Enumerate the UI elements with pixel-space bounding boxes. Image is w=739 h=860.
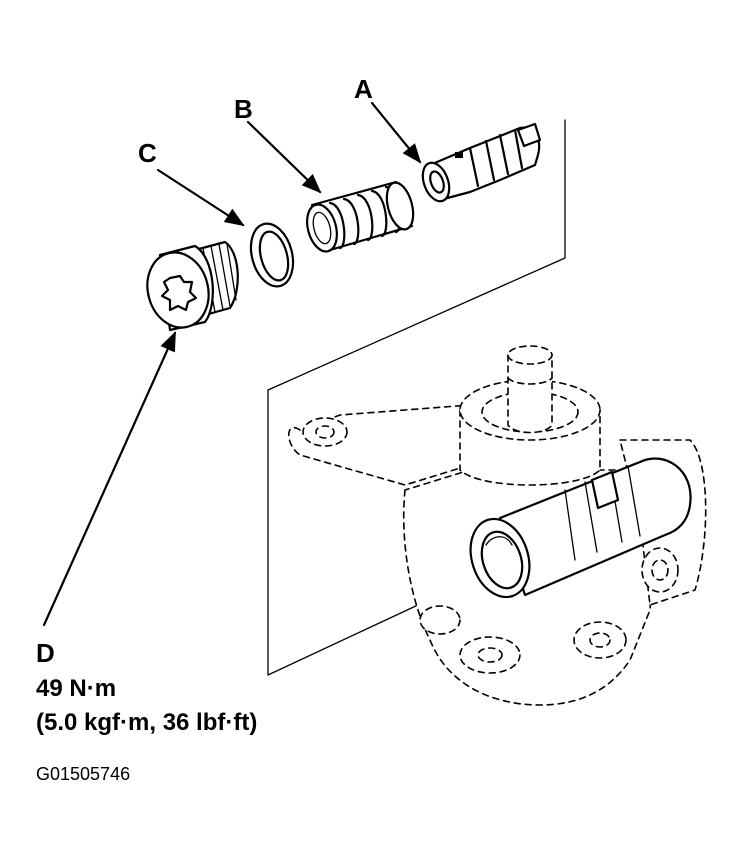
torque-spec-alt-units: (5.0 kgf·m, 36 lbf·ft) (36, 709, 257, 736)
label-a: A (354, 74, 373, 104)
figure-code: G01505746 (36, 764, 130, 784)
o-ring-part-c (249, 222, 295, 288)
control-valve-part-a (421, 122, 542, 203)
torque-spec-metric: 49 N·m (36, 675, 116, 702)
label-d: D (36, 638, 55, 668)
label-c: C (138, 138, 157, 168)
valve-bore-boss (469, 457, 692, 599)
leader-arrows (42, 101, 422, 627)
plug-bolt-part-d (146, 240, 239, 332)
leader-arrow-c (156, 168, 245, 227)
leader-arrow-a (370, 101, 422, 164)
leader-arrow-b (246, 120, 322, 194)
label-b: B (234, 94, 253, 124)
leader-arrow-d (42, 331, 177, 627)
spring-part-b (306, 180, 415, 253)
